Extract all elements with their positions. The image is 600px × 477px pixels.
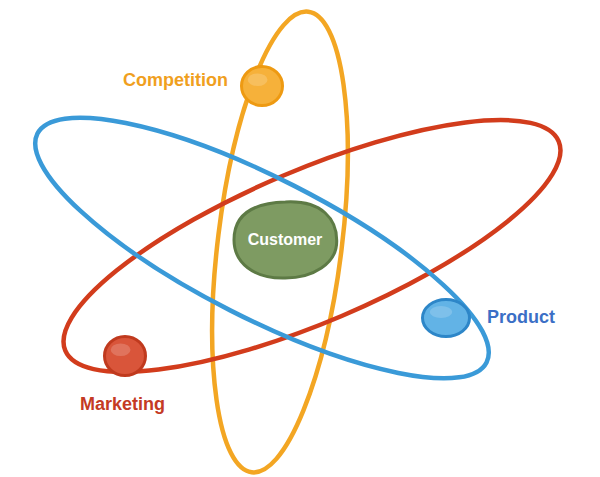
electron-circle [421,298,471,338]
electron-circle [103,335,147,377]
orbit-label: Marketing [80,394,165,415]
customer-nucleus: Customer [232,200,339,280]
product-electron: Product [421,298,471,338]
orbit-label: Product [487,307,555,328]
node-label: Customer [248,231,323,249]
marketing-electron: Marketing [103,335,147,377]
electron-circle [240,65,284,107]
competition-electron: Competition [240,65,284,107]
orbit-label: Competition [123,70,228,91]
product-orbit [6,71,519,425]
